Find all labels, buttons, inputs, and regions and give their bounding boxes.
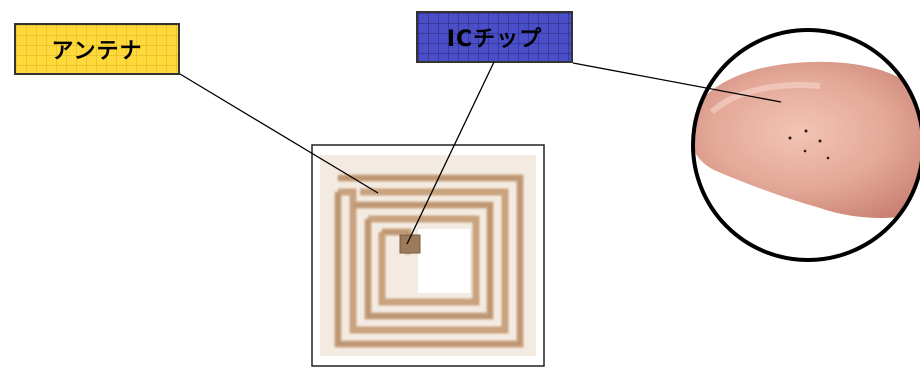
rfid-antenna-coil-image: [312, 145, 544, 366]
antenna-connector-line: [180, 74, 378, 193]
fingertip-with-chips-image: [689, 30, 920, 260]
